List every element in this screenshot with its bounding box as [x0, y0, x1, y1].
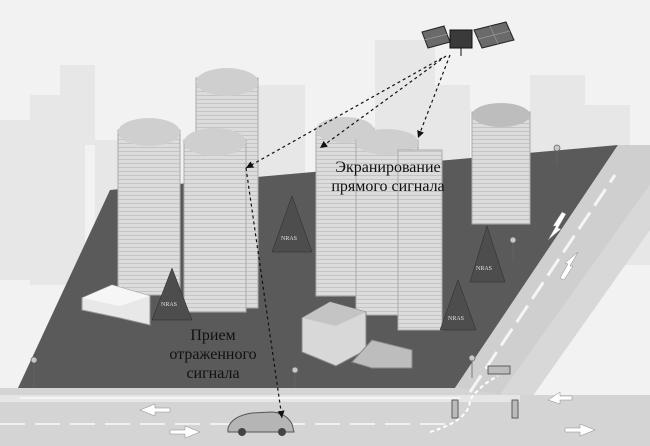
street-lamps [30, 144, 561, 388]
road-network [0, 145, 650, 446]
reflected-signal-reception-label: Прием отраженного сигнала [148, 326, 278, 383]
incident-signal-path [245, 57, 443, 169]
high-rise-buildings [117, 68, 531, 331]
satellite-icon [421, 21, 515, 56]
low-buildings [81, 284, 413, 369]
shield-label-line-2: прямого сигнала [331, 178, 445, 195]
road-arrows [139, 211, 596, 439]
tree-mark-4: NRAS [448, 316, 464, 322]
crosswalk-curve [429, 375, 499, 433]
tree-markings: NRAS NRAS NRAS NRAS [161, 236, 492, 322]
tree-mark-2: NRAS [281, 236, 297, 242]
shield-label-line-1: Экранирование [335, 159, 441, 176]
tree-mark-1: NRAS [161, 302, 177, 308]
direct-signal-path-1 [417, 54, 451, 139]
reflect-label-line-3: сигнала [186, 365, 240, 382]
building-far-right [471, 103, 531, 225]
direct-signal-path-2 [319, 55, 447, 149]
trees [151, 195, 506, 331]
reflect-label-line-1: Прием [190, 327, 236, 344]
signal-paths [245, 54, 451, 419]
traffic-lights [451, 365, 519, 419]
tree-mark-3: NRAS [476, 266, 492, 272]
building-left-back [117, 118, 181, 296]
building-left-front [183, 128, 247, 313]
reflected-signal-path [245, 167, 285, 419]
direct-signal-shielding-label: Экранирование прямого сигнала [308, 158, 468, 196]
reflect-label-line-2: отраженного [169, 346, 257, 363]
building-right-3 [397, 149, 443, 331]
